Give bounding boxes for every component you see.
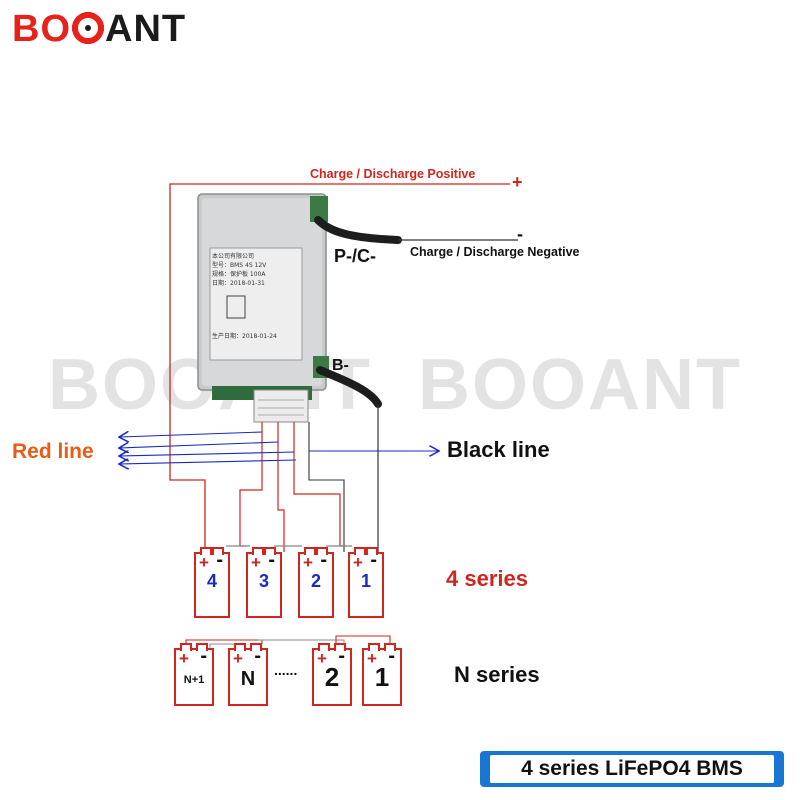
- cell-minus: -: [268, 549, 275, 571]
- cell-3: + - 3: [246, 547, 282, 618]
- cell-minus: -: [320, 549, 327, 571]
- balance-wire-1: [239, 422, 263, 547]
- cell-plus: +: [233, 649, 243, 668]
- cell-minus: -: [370, 549, 377, 571]
- n-cell-n: + - N: [228, 643, 268, 706]
- cell-plus: +: [367, 649, 377, 668]
- plus-sign: +: [512, 172, 523, 192]
- n-cell-2: + - 2: [312, 643, 352, 706]
- n-series-label: N series: [454, 662, 540, 687]
- cell-2: + - 2: [298, 547, 334, 618]
- product-badge: 4 series LiFePO4 BMS: [480, 751, 784, 787]
- positive-wire: [169, 183, 510, 552]
- cell-plus: +: [353, 553, 363, 572]
- logo-text-ant: ANT: [105, 8, 187, 50]
- cell-plus: +: [199, 553, 209, 572]
- cell-number: 1: [360, 571, 371, 591]
- cell-minus: -: [254, 645, 261, 667]
- p-c-label: P-/C-: [334, 246, 376, 266]
- n-cell-n-plus-1: + - N+1: [174, 643, 214, 706]
- board-label-line: 规格：保护板 100A: [212, 271, 266, 278]
- cell-minus: -: [200, 645, 207, 667]
- cell-number: 2: [310, 571, 321, 591]
- cell-plus: +: [179, 649, 189, 668]
- logo-text-bo: BO: [12, 8, 71, 50]
- product-badge-text: 4 series LiFePO4 BMS: [490, 755, 774, 783]
- cell-number: N+1: [183, 674, 205, 686]
- cell-number: 4: [206, 571, 217, 591]
- cell-minus: -: [216, 549, 223, 571]
- board-label: 本公司有限公司 型号：BMS 4S 12V 规格：保护板 100A 日期：201…: [212, 252, 300, 341]
- cell-number: 1: [374, 662, 390, 692]
- cell-plus: +: [317, 649, 327, 668]
- four-series-label: 4 series: [446, 566, 528, 591]
- cell-minus: -: [388, 645, 395, 667]
- cell-4: + - 4: [194, 547, 230, 618]
- cell-number: 3: [258, 571, 269, 591]
- charge-negative-label: Charge / Discharge Negative: [410, 245, 580, 259]
- balance-wire-3: [293, 422, 346, 547]
- ellipsis: ......: [274, 662, 298, 678]
- cell-number: 2: [324, 662, 340, 692]
- board-label-line: 本公司有限公司: [212, 253, 255, 260]
- cell-1: + - 1: [348, 547, 384, 618]
- n-cell-1: + - 1: [362, 643, 402, 706]
- balance-wire-4: [308, 422, 345, 552]
- b-minus-label: B-: [332, 357, 349, 374]
- black-line-label: Black line: [447, 437, 550, 462]
- gear-o-icon: [72, 12, 104, 44]
- cell-plus: +: [303, 553, 313, 572]
- red-line-arrows: [120, 432, 297, 464]
- balance-wire-2: [277, 422, 285, 552]
- minus-sign: -: [517, 224, 523, 244]
- bms-board: [197, 193, 329, 423]
- cell-number: N: [240, 668, 256, 690]
- board-label-line: 日期：2018-01-31: [212, 280, 265, 287]
- board-label-line: 型号：BMS 4S 12V: [212, 262, 267, 269]
- cell-plus: +: [251, 553, 261, 572]
- charge-positive-label: Charge / Discharge Positive: [310, 167, 476, 181]
- red-line-label: Red line: [12, 440, 94, 463]
- b-cable: [316, 366, 382, 408]
- board-label-line: 生产日期：2018-01-24: [212, 333, 277, 340]
- brand-logo: BO ANT: [12, 8, 186, 51]
- cell-minus: -: [338, 645, 345, 667]
- watermark-right: BOOANT: [418, 345, 742, 425]
- p-cable: [314, 216, 402, 244]
